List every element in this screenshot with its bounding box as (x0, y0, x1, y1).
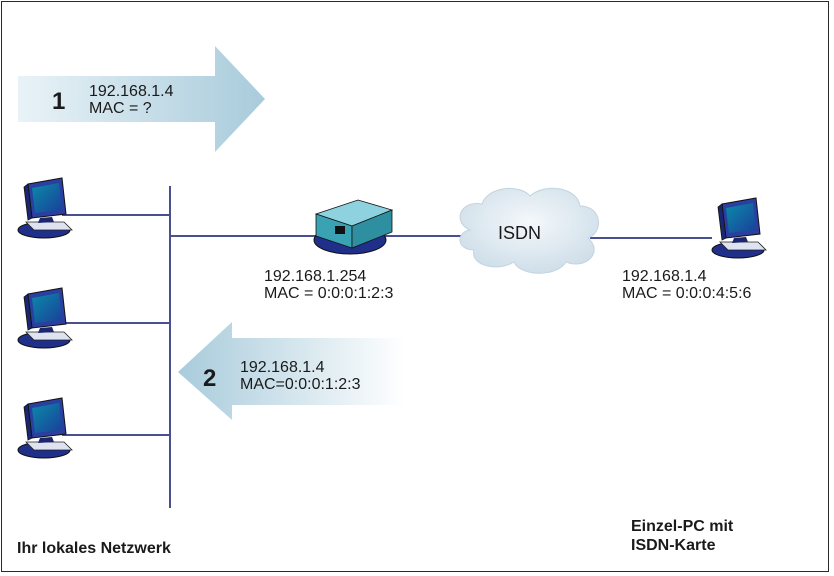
router-mac: MAC = 0:0:0:1:2:3 (264, 285, 394, 302)
remote-pc-mac: MAC = 0:0:0:4:5:6 (622, 285, 752, 302)
computer-icon (17, 397, 73, 459)
step2-mac: MAC=0:0:0:1:2:3 (240, 376, 361, 393)
step1-mac: MAC = ? (89, 100, 152, 117)
step2-ip: 192.168.1.4 (240, 359, 325, 376)
computer-icon (17, 287, 73, 349)
isdn-label: ISDN (498, 223, 542, 243)
step-number-1: 1 (52, 88, 66, 115)
router-icon (313, 199, 394, 255)
remote-caption-line2: ISDN-Karte (631, 537, 716, 554)
isdn-cloud (459, 187, 599, 274)
request-arrow (18, 46, 265, 152)
reply-arrow (178, 322, 405, 420)
router-ip: 192.168.1.254 (264, 268, 367, 285)
step1-ip: 192.168.1.4 (89, 83, 174, 100)
lan-caption: Ihr lokales Netzwerk (17, 540, 171, 557)
lan-bus (62, 186, 712, 508)
remote-caption-line1: Einzel-PC mit (631, 518, 734, 535)
computer-icon (17, 177, 73, 239)
step-number-2: 2 (203, 365, 217, 392)
remote-pc-ip: 192.168.1.4 (622, 268, 707, 285)
computer-icon (711, 197, 767, 259)
